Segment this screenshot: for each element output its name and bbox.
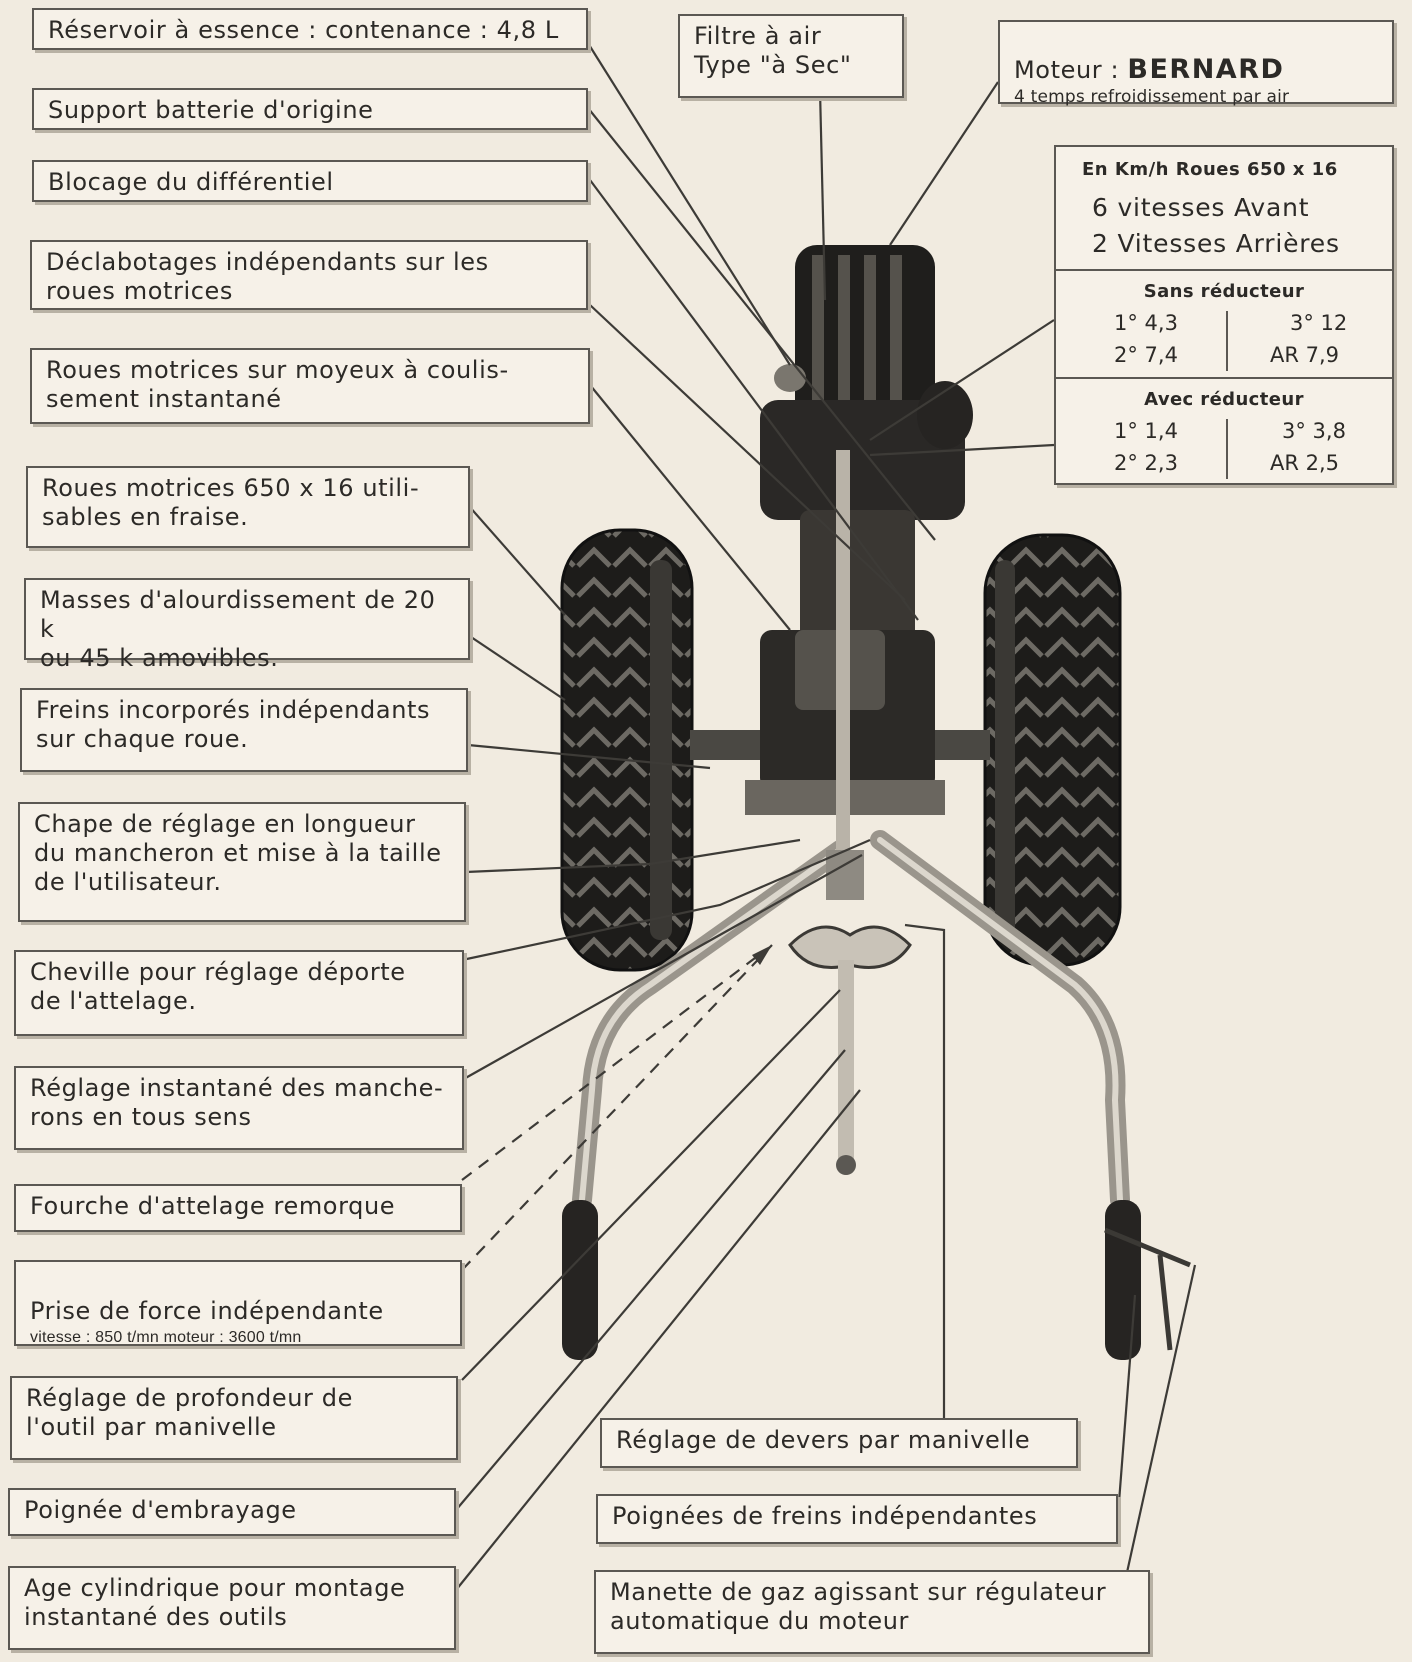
avec-gear-ar: AR 2,5 xyxy=(1270,451,1340,475)
label-trailer-hitch: Fourche d'attelage remorque xyxy=(14,1184,462,1232)
label-battery-support: Support batterie d'origine xyxy=(32,88,588,130)
label-clutch-handle: Poignée d'embrayage xyxy=(8,1488,456,1536)
speed-table-divider xyxy=(1056,269,1392,271)
label-pto-title: Prise de force indépendante xyxy=(30,1297,384,1325)
label-handle-adjust: Chape de réglage en longueur du manchero… xyxy=(18,802,466,922)
label-declutch: Déclabotages indépendants sur les roues … xyxy=(30,240,588,310)
label-brake-handles: Poignées de freins indépendantes xyxy=(596,1494,1118,1544)
label-pto: Prise de force indépendante vitesse : 85… xyxy=(14,1260,462,1346)
label-brakes: Freins incorporés indépendants sur chaqu… xyxy=(20,688,468,772)
sans-divider xyxy=(1226,311,1228,371)
label-drive-wheels: Roues motrices 650 x 16 utili- sables en… xyxy=(26,466,470,548)
label-engine-brand: BERNARD xyxy=(1127,54,1285,85)
sans-gear-2: 2° 7,4 xyxy=(1114,343,1178,367)
avec-gear-1: 1° 1,4 xyxy=(1114,419,1178,443)
central-bar xyxy=(788,450,912,1175)
label-engine-prefix: Moteur : xyxy=(1014,56,1128,84)
avec-divider xyxy=(1226,419,1228,479)
avec-gear-2: 2° 2,3 xyxy=(1114,451,1178,475)
speed-forward: 6 vitesses Avant xyxy=(1092,193,1310,222)
axle xyxy=(690,730,990,760)
speed-table: En Km/h Roues 650 x 16 6 vitesses Avant … xyxy=(1054,145,1394,485)
label-ballast-weights: Masses d'alourdissement de 20 k ou 45 k … xyxy=(24,578,470,672)
engine-body xyxy=(745,245,973,815)
handlebars xyxy=(572,830,1130,1210)
left-wheel xyxy=(560,528,694,972)
speed-table-divider-2 xyxy=(1056,377,1392,379)
arrow-head xyxy=(752,945,772,965)
throttle-lever xyxy=(1104,1227,1191,1351)
left-grip xyxy=(562,1200,598,1360)
label-hitch-pin: Cheville pour réglage déporte de l'attel… xyxy=(14,950,464,1036)
speed-reverse: 2 Vitesses Arrières xyxy=(1092,229,1340,258)
label-wheel-hubs: Roues motrices sur moyeux à coulis- seme… xyxy=(30,348,590,424)
sans-reducteur-title: Sans réducteur xyxy=(1143,281,1305,302)
right-wheel xyxy=(983,533,1122,967)
label-engine: Moteur : BERNARD 4 temps refroidissement… xyxy=(998,20,1394,107)
label-depth-crank: Réglage de profondeur de l'outil par man… xyxy=(10,1376,458,1460)
label-engine-desc: 4 temps refroidissement par air xyxy=(1014,87,1290,107)
label-devers-crank: Réglage de devers par manivelle xyxy=(600,1418,1078,1468)
label-tool-beam: Age cylindrique pour montage instantané … xyxy=(8,1566,456,1650)
label-air-filter: Filtre à air Type "à Sec" xyxy=(678,14,904,98)
speed-table-header: En Km/h Roues 650 x 16 xyxy=(1082,159,1338,180)
label-handlebar-adjust: Réglage instantané des manche- rons en t… xyxy=(14,1066,464,1150)
label-pto-speeds: vitesse : 850 t/mn moteur : 3600 t/mn xyxy=(30,1329,302,1346)
sans-gear-ar: AR 7,9 xyxy=(1270,343,1340,367)
label-differential-lock: Blocage du différentiel xyxy=(32,160,588,202)
sans-gear-1: 1° 4,3 xyxy=(1114,311,1178,335)
label-throttle: Manette de gaz agissant sur régulateur a… xyxy=(594,1570,1150,1654)
sans-gear-3: 3° 12 xyxy=(1290,311,1348,335)
avec-gear-3: 3° 3,8 xyxy=(1282,419,1346,443)
right-grip xyxy=(1105,1200,1141,1360)
avec-reducteur-title: Avec réducteur xyxy=(1144,389,1304,410)
label-fuel-tank: Réservoir à essence : contenance : 4,8 L xyxy=(32,8,588,50)
